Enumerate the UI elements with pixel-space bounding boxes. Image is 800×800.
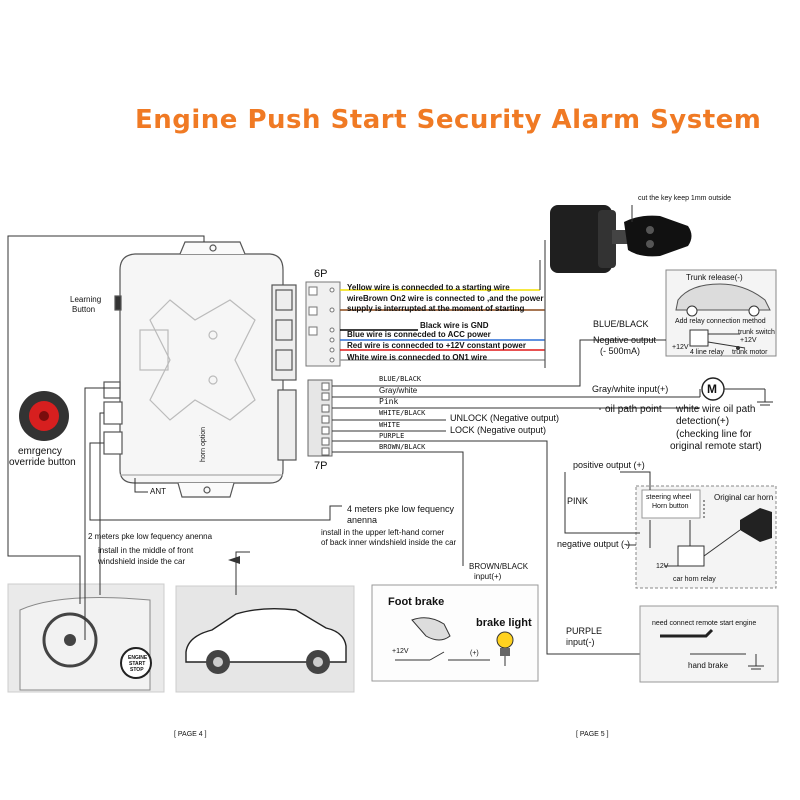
ignition-switch-image [550,205,692,273]
wire-white-text: White wire is connecded to ON1 wire [347,353,488,362]
emergency-label-2: override button [9,457,76,468]
control-module [103,241,297,498]
positive-output: positive output (+) [573,460,645,470]
arrows [228,556,240,564]
negative-output: negative output (-) [557,539,631,549]
foot-brake-box [371,584,539,682]
pink-label: PINK [567,496,589,506]
motor-label: M [707,382,717,396]
lock-label: LOCK (Negative output) [450,425,547,435]
wire-black-text: Black wire is GND [420,321,489,330]
horn-circuit-box [635,485,777,589]
brown-black-input-1: BROWN/BLACK [469,562,529,571]
emergency-button [19,391,69,441]
antenna-2m-1: 2 meters pke low fequency anenna [88,532,213,541]
motor-symbol [699,377,773,406]
horn-button-label: Horn button [652,503,689,510]
engine-button-line-3: STOP [130,667,144,673]
trunk-plus12v-a: +12V [672,344,689,351]
antenna-2m-2: install in the middle of front [98,546,194,555]
antenna-2m-3: windshield inside the car [98,557,186,566]
trunk-motor-label: trunk motor [732,349,768,356]
gray-white-input: Gray/white input(+) [592,384,669,394]
foot-brake-plus12v: +12V [392,648,409,655]
engine-button-line-1: ENGINE [128,655,148,661]
ant-label: ANT [150,487,166,496]
connector-6p-label: 6P [314,268,328,280]
emergency-label-1: emrgency [18,446,62,457]
trunk-caption: Add relay connection method [675,318,766,325]
horn-relay-label: car horn relay [673,576,716,583]
wire-7p-pink: Pink [379,397,399,406]
wire-7p-white-black: WHITE/BLACK [379,409,426,417]
horn-lines [564,471,651,546]
wire-brown-text: wireBrown On2 wire is connected to ,and … [347,294,544,303]
trunk-release-box [665,269,777,357]
oil-detection-2: detection(+) [676,416,730,427]
brake-light-label: brake light [476,617,532,629]
purple-input-2: input(-) [566,637,595,647]
page-right-marker: [ PAGE 5 ] [576,731,609,738]
unlock-label: UNLOCK (Negative output) [450,413,560,423]
oil-detection-1: white wire oil path [676,404,756,415]
steering-wheel-label: steering wheel [646,494,692,501]
wire-7p-brown-black: BROWN/BLACK [379,443,426,451]
car-image [175,585,355,693]
hand-brake-label: hand brake [688,661,729,670]
antenna-4m-1: 4 meters pke low fequency [347,504,455,514]
foot-brake-plus: (+) [470,650,479,657]
antenna-4m-4: of back inner windshield inside the car [321,538,457,547]
purple-input-1: PURPLE [566,626,603,636]
wire-7p-gray-white: Gray/white [379,386,418,395]
trunk-negative-output-2: (- 500mA) [600,346,641,356]
oil-path-point: oil path point [605,404,662,415]
foot-brake-title: Foot brake [388,596,445,608]
trunk-title: Trunk release(-) [686,273,743,282]
wire-7p-blue-black: BLUE/BLACK [379,375,422,383]
engine-button-line-2: START [129,661,146,667]
connector-7p-label: 7P [314,460,328,472]
page-left-marker: [ PAGE 4 ] [174,731,207,738]
oil-detection-4: original remote start) [670,441,762,452]
wires-7p [332,339,700,655]
brown-black-input-2: input(+) [474,572,502,581]
original-horn-label: Original car horn [714,493,774,502]
connection-lines [7,235,342,640]
dashboard-image [7,583,165,693]
hand-brake-box [639,605,779,683]
page-title: Engine Push Start Security Alarm System [135,105,762,135]
trunk-blue-black: BLUE/BLACK [593,319,649,329]
connector-6p [305,281,341,367]
trunk-plus12v-b: +12V [740,337,757,344]
horn-option-label: horn option [200,426,207,462]
wires-6p [340,240,546,368]
antenna-4m-3: install in the upper left-hand corner [321,528,445,537]
connector-7p [307,379,333,457]
wire-7p-white: WHITE [379,421,401,429]
horn-plus12v: 12V [656,563,669,570]
oil-detection-3: (checking line for [676,429,752,440]
hand-brake-title: need connect remote start engine [652,620,757,627]
wire-yellow-text: Yellow wire is connecded to a starting w… [347,283,510,292]
trunk-relay-label: 4 line relay [690,349,724,356]
key-note: cut the key keep 1mm outside [638,195,731,202]
wire-brown-text-2: supply is interrupted at the moment of s… [347,304,525,313]
wire-7p-purple: PURPLE [379,432,405,440]
trunk-negative-output: Negative output [593,335,657,345]
antenna-4m-2: anenna [347,515,378,525]
learning-button-label: Learning [70,295,102,304]
learning-button-label-2: Button [72,305,96,314]
trunk-switch-label: trunk switch [738,329,775,336]
wire-red-text: Red wire is connecded to +12V constant p… [347,341,526,350]
wire-blue-text: Blue wire is connecded to ACC power [347,330,491,339]
